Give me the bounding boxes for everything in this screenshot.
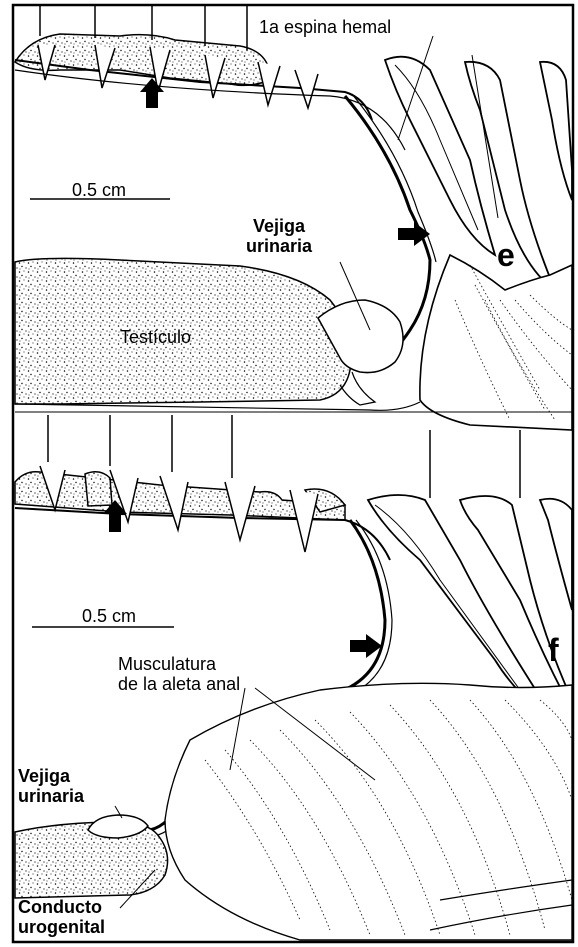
panel-f-bladder-label: Vejiga urinaria xyxy=(18,766,84,806)
panel-f-scale-label: 0.5 cm xyxy=(82,606,136,626)
panel-e-hemal-spine-label: 1a espina hemal xyxy=(259,17,391,37)
panel-e-kidney xyxy=(15,34,270,85)
panel-f-musculature-label: Musculatura de la aleta anal xyxy=(118,654,240,694)
panel-e-bladder-label: Vejiga urinaria xyxy=(246,216,312,256)
panel-e-scale-label: 0.5 cm xyxy=(72,180,126,200)
panel-f-letter: f xyxy=(548,633,559,669)
panel-e-testis-label: Testículo xyxy=(120,327,191,347)
panel-f-urogenital-label: Conducto urogenital xyxy=(18,897,105,937)
panel-f-arrow-right xyxy=(350,634,382,658)
panel-e-letter: e xyxy=(497,238,515,274)
panel-f xyxy=(15,415,572,940)
